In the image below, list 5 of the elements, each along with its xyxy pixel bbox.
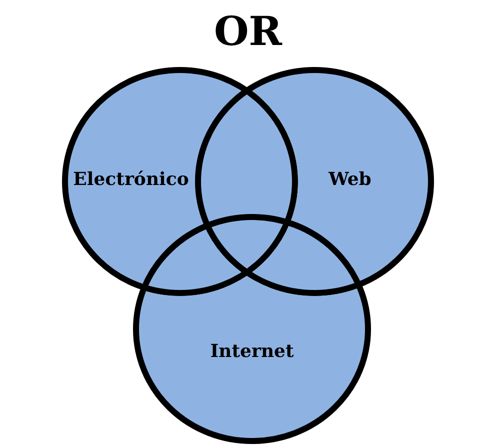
- circle-label: Web: [328, 169, 372, 191]
- venn-circle: [133, 214, 371, 444]
- circle-label: Internet: [210, 341, 294, 363]
- circle-label: Electrónico: [73, 169, 189, 191]
- title: OR: [212, 8, 284, 56]
